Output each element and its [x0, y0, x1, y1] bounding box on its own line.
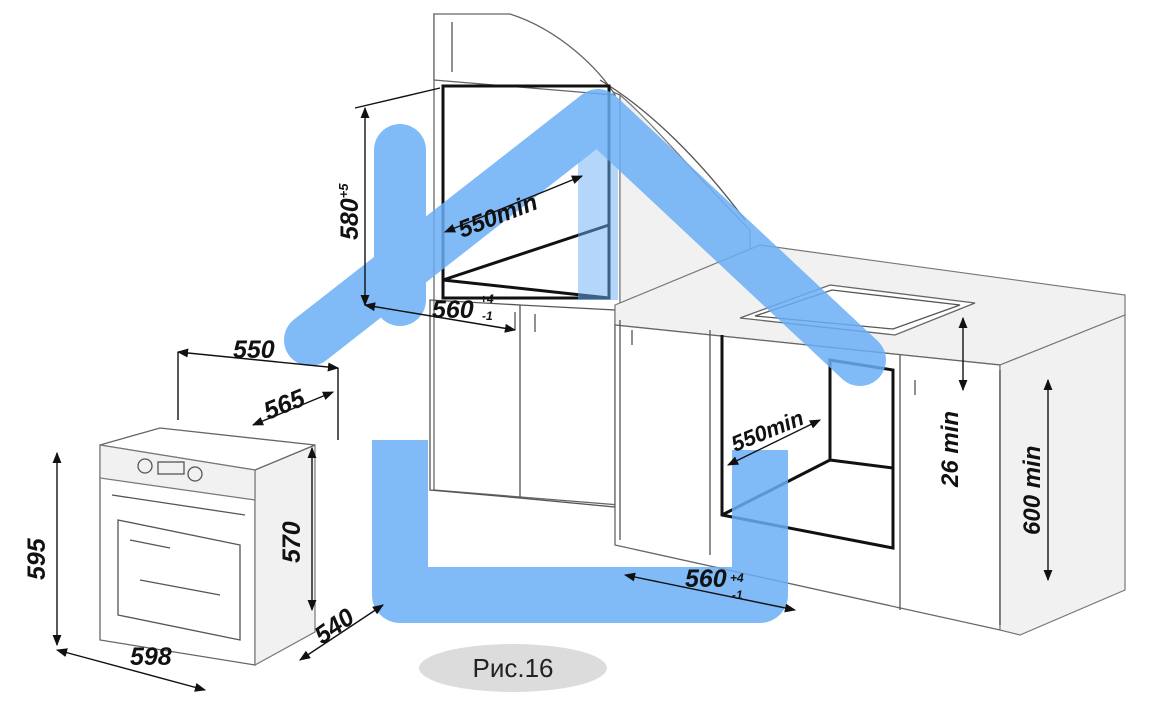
dimension-label-26min: 26 min	[937, 411, 964, 488]
tolerance-lower: -1	[482, 309, 493, 323]
oven-control-panel	[99, 444, 256, 501]
dimension-label-565: 565	[260, 384, 310, 426]
display-icon	[157, 461, 185, 475]
dimension-label-595: 595	[23, 537, 51, 580]
dimension-label-560-counter: 560	[685, 565, 727, 593]
dimension-lines	[52, 87, 1053, 692]
figure-caption: Рис.16	[472, 653, 553, 683]
knob-icon	[137, 458, 153, 474]
dimension-label-598: 598	[130, 643, 172, 671]
caption-badge	[419, 644, 607, 692]
ventilation-flow	[284, 89, 886, 623]
oven-door	[111, 494, 246, 641]
tolerance-upper: +4	[480, 292, 494, 306]
dimension-label-580: 580+5	[336, 183, 364, 240]
dimension-label-600min: 600 min	[1019, 446, 1046, 535]
tolerance-lower: -1	[732, 588, 743, 602]
dimension-label-570: 570	[278, 521, 306, 563]
column-niche-depth	[441, 86, 611, 300]
dimension-label-540: 540	[309, 603, 359, 650]
knob-icon	[187, 466, 203, 482]
dimension-label-550: 550	[233, 336, 275, 364]
tolerance-upper: +4	[730, 571, 744, 585]
column-top-shelf	[433, 13, 617, 96]
dimension-label-560-column: 560	[432, 296, 474, 324]
